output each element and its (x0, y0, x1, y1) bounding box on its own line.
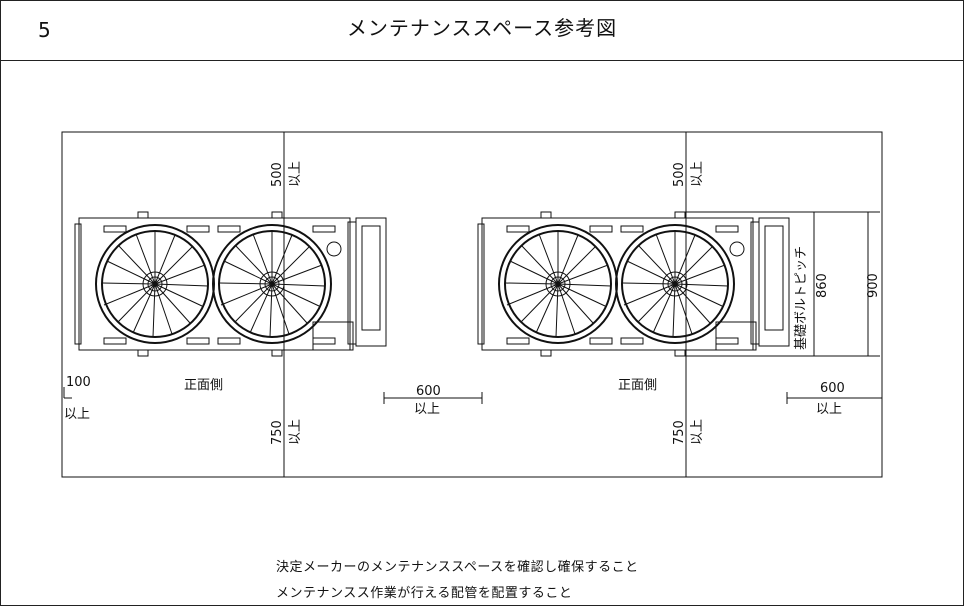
dim-bottom-left-value: 750 (270, 420, 285, 445)
dim-bottom-right-suffix: 以上 (690, 419, 705, 445)
dim-bottom-right-value: 750 (672, 420, 687, 445)
condenser-unit-left (74, 211, 387, 357)
dim-top-right-suffix: 以上 (690, 161, 705, 187)
dim-top-left-suffix: 以上 (288, 161, 303, 187)
page-title: メンテナンススペース参考図 (346, 16, 618, 40)
dim-pitch-value: 860 (815, 273, 830, 298)
maintenance-area-outline (61, 131, 883, 478)
header-bar: 5 メンテナンススペース参考図 (0, 0, 964, 61)
dim-top-right-value: 500 (672, 162, 687, 187)
dim-left-value: 100 (66, 375, 91, 390)
front-side-label-right: 正面側 (618, 378, 657, 393)
dim-bottom-left-suffix: 以上 (288, 419, 303, 445)
dim-left-suffix: 以上 (64, 407, 90, 422)
dim-right-value: 600 (820, 381, 845, 396)
note-line-2: メンテナンスス作業が行える配管を配置すること (276, 586, 573, 601)
dim-depth-value: 900 (866, 273, 881, 298)
note-line-1: 決定メーカーのメンテナンススペースを確認し確保すること (276, 560, 639, 575)
dim-right-suffix: 以上 (816, 402, 842, 417)
front-side-label-left: 正面側 (184, 378, 223, 393)
dim-between-suffix: 以上 (414, 402, 440, 417)
dim-top-left-value: 500 (270, 162, 285, 187)
condenser-unit-right (477, 211, 790, 357)
dimension-lines (63, 211, 882, 404)
dim-between-value: 600 (416, 384, 441, 399)
foundation-bolt-pitch-label: 基礎ボルトピッチ (794, 246, 809, 350)
page-number: 5 (38, 18, 51, 42)
